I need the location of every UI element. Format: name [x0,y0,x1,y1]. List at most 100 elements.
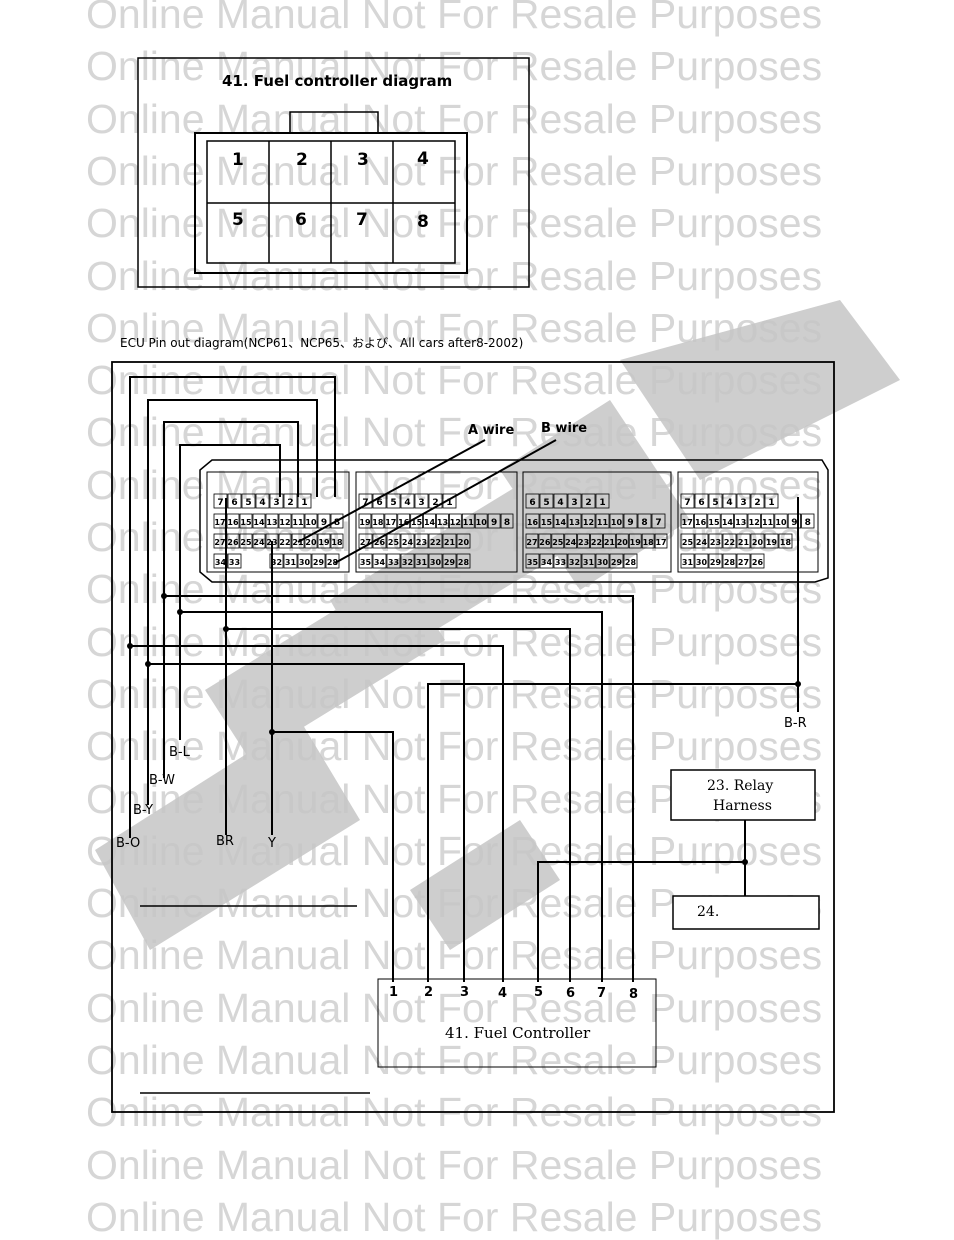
ecu-pin-number: 17 [655,538,666,547]
ecu-pin-number: 11 [292,518,304,527]
ecu-pin-cell [371,513,385,529]
ecu-pin-number: 10 [305,518,317,527]
ecu-pin-cell [615,533,629,549]
ecu-pin-number: 5 [245,498,251,508]
ecu-pin-cell [291,513,305,529]
relay-harness-line1: 23. Relay [707,778,774,794]
ecu-pin-cell [750,493,765,509]
ecu-pin-number: 7 [655,518,661,528]
ecu-pin-number: 9 [791,518,797,528]
ecu-pin-cell [414,533,429,549]
ecu-pin-number: 1 [599,498,605,508]
ecu-pin-cell [449,513,462,529]
ecu-pin-cell [386,533,401,549]
ecu-pin-cell [722,553,737,569]
ecu-pin-cell [414,553,429,569]
ecu-pin-number: 25 [682,538,694,547]
item-24-label: 24. [697,904,720,920]
ecu-pin-cell [265,513,279,529]
ecu-pin-number: 2 [287,498,293,508]
fuel-controller-pin-8: 8 [629,987,639,1002]
b-wire-label: B wire [541,421,588,436]
ecu-pin-cell [461,513,475,529]
ecu-pin-cell [239,513,253,529]
ecu-pin-cell [278,513,292,529]
ecu-pin-cell [722,493,737,509]
ecu-pin-number: 19 [630,538,642,547]
ecu-pin-number: 14 [722,518,734,527]
ecu-diagram-frame [111,361,835,1113]
ecu-pin-cell [564,533,578,549]
ecu-pin-cell [609,553,624,569]
ecu-pin-number: 29 [444,558,456,567]
ecu-pin-number: 34 [215,558,227,567]
wire-label-b-r: B-R [784,716,807,731]
ecu-pin-number: 27 [214,538,225,547]
fuel-controller-diagram-title: 41. Fuel controller diagram [222,72,453,90]
ecu-pin-cell [442,533,457,549]
ecu-pin-cell [747,513,761,529]
ecu-pin-number: 18 [372,518,384,527]
wire-label-b-y: B-Y [133,803,154,818]
ecu-pin-cell [358,513,372,529]
ecu-pin-cell [595,513,610,529]
ecu-pin-number: 22 [430,538,441,547]
ecu-pin-number: 16 [227,518,239,527]
ecu-pin-cell [680,493,695,509]
ecu-pin-number: 32 [569,558,580,567]
ecu-pin-number: 20 [752,538,764,547]
ecu-pin-number: 8 [805,518,811,528]
ecu-pin-cell [539,513,554,529]
ecu-pin-cell [581,513,596,529]
ecu-pin-number: 18 [643,538,655,547]
ecu-pin-cell [442,553,457,569]
ecu-pin-cell [386,493,401,509]
ecu-pin-number: 24 [402,538,414,547]
ecu-pin-cell [436,513,449,529]
ecu-pin-cell [297,553,312,569]
ecu-pin-cell [778,533,793,549]
connector-latch [289,111,379,133]
ecu-pin-cell [736,493,751,509]
ecu-pin-number: 3 [273,498,279,508]
ecu-pin-number: 7 [362,498,368,508]
ecu-pin-number: 29 [710,558,722,567]
ecu-pin-number: 33 [388,558,399,567]
ecu-pin-cell [358,553,373,569]
ecu-pin-number: 35 [527,558,539,567]
ecu-pin-cell [708,493,723,509]
ecu-pin-number: 28 [625,558,637,567]
ecu-pin-number: 31 [583,558,595,567]
ecu-pin-cell [595,553,610,569]
ecu-pin-cell [414,493,429,509]
ecu-pin-number: 30 [597,558,609,567]
wire-label-b-w: B-W [149,773,175,788]
ecu-pin-number: 29 [611,558,623,567]
ecu-pin-cell [567,493,582,509]
ecu-pin-number: 23 [416,538,427,547]
ecu-pin-cell [227,493,242,509]
wire-label-y: Y [268,836,276,851]
ecu-pin-number: 12 [450,518,461,527]
ecu-pin-cell [694,493,709,509]
ecu-pin-cell [330,533,344,549]
ecu-pin-cell [801,513,815,529]
fuel-controller-pin-4: 4 [498,986,508,1001]
ecu-pin-number: 19 [766,538,778,547]
ecu-pin-cell [694,533,709,549]
ecu-pin-number: 24 [253,538,265,547]
ecu-pin-cell [400,493,415,509]
ecu-pin-cell [269,553,284,569]
ecu-pin-cell [577,533,590,549]
ecu-pin-number: 15 [411,518,423,527]
ecu-pin-number: 3 [418,498,424,508]
ecu-pin-number: 13 [437,518,448,527]
ecu-pin-cell [456,553,471,569]
ecu-pin-cell [384,513,398,529]
ecu-pin-number: 3 [571,498,577,508]
ecu-pin-number: 22 [279,538,290,547]
ecu-pin-cell [581,553,596,569]
ecu-pin-number: 26 [227,538,239,547]
ecu-pin-number: 10 [476,518,488,527]
ecu-pin-number: 6 [231,498,237,508]
